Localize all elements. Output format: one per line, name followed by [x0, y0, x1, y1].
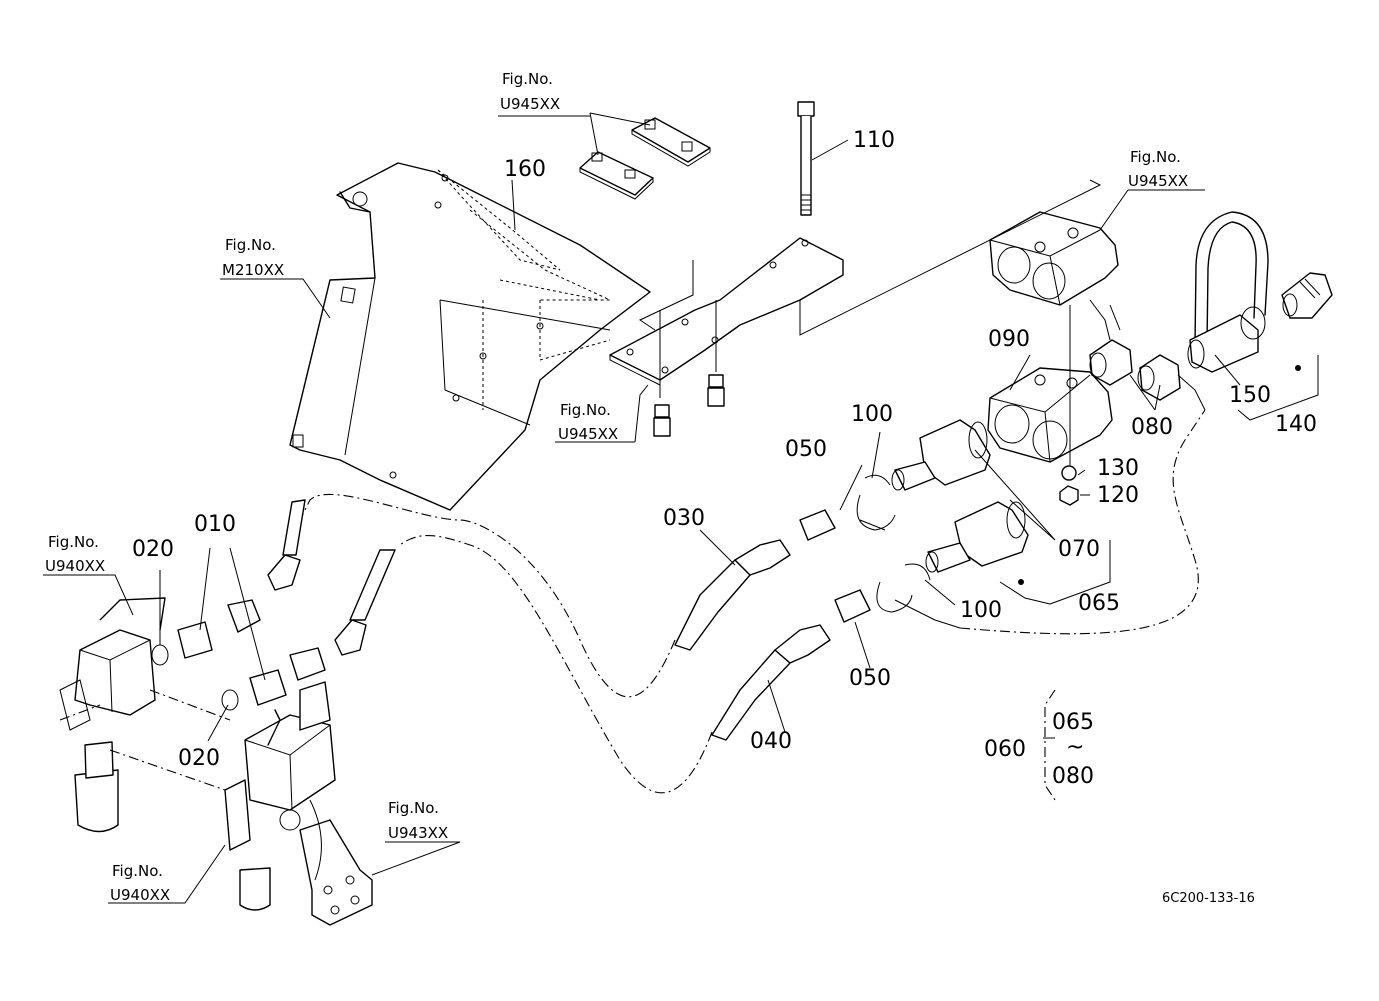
coupler-140 — [1281, 272, 1333, 371]
svg-text:U940XX: U940XX — [110, 886, 170, 904]
part-label-150: 150 — [1229, 383, 1271, 408]
part-label-060: 060 — [984, 737, 1026, 762]
coupler-holder-top — [989, 211, 1119, 306]
svg-text:U940XX: U940XX — [45, 557, 105, 575]
part-label-030: 030 — [663, 506, 705, 531]
fig-ref-bottom-u940[interactable]: Fig.No. U940XX — [110, 862, 170, 904]
fender-bracket — [289, 162, 651, 511]
lower-bracket — [609, 179, 1102, 437]
part-label-160: 160 — [504, 157, 546, 182]
part-label-010: 010 — [194, 512, 236, 537]
svg-text:U945XX: U945XX — [558, 425, 618, 443]
part-label-080: 080 — [1131, 415, 1173, 440]
svg-text:U945XX: U945XX — [1128, 172, 1188, 190]
bolt-110 — [797, 101, 849, 216]
part-label-090: 090 — [988, 327, 1030, 352]
svg-text:Fig.No.: Fig.No. — [112, 862, 163, 880]
part-label-140: 140 — [1275, 412, 1317, 437]
fig-ref-m210[interactable]: Fig.No. M210XX — [222, 236, 284, 279]
leaders — [43, 115, 1319, 904]
part-label-130: 130 — [1097, 456, 1139, 481]
svg-text:Fig.No.: Fig.No. — [560, 401, 611, 419]
svg-text:Fig.No.: Fig.No. — [502, 70, 553, 88]
svg-text:Fig.No.: Fig.No. — [225, 236, 276, 254]
pin-150 — [1187, 211, 1269, 373]
part-label-020-bottom: 020 — [178, 746, 220, 771]
part-label-070: 070 — [1058, 537, 1100, 562]
part-label-080-set: 080 — [1052, 764, 1094, 789]
svg-text:M210XX: M210XX — [222, 261, 284, 279]
quick-couplers — [891, 419, 1029, 585]
tilde-range: ~ — [1066, 735, 1084, 760]
hoses — [151, 409, 1206, 794]
coupler-holder-090 — [987, 305, 1113, 506]
mount-plates-top — [579, 112, 711, 200]
svg-text:Fig.No.: Fig.No. — [1130, 148, 1181, 166]
part-label-100-top: 100 — [851, 402, 893, 427]
svg-text:Fig.No.: Fig.No. — [48, 533, 99, 551]
part-label-050-top: 050 — [785, 437, 827, 462]
fig-ref-top[interactable]: Fig.No. U945XX — [500, 70, 560, 113]
svg-text:Fig.No.: Fig.No. — [388, 799, 439, 817]
svg-text:U945XX: U945XX — [500, 95, 560, 113]
fig-ref-right[interactable]: Fig.No. U945XX — [1128, 148, 1188, 190]
drawing-code: 6C200-133-16 — [1162, 891, 1255, 906]
dust-plugs — [1089, 299, 1206, 411]
part-label-050-bottom: 050 — [849, 666, 891, 691]
svg-text:U943XX: U943XX — [388, 824, 448, 842]
fig-ref-u943[interactable]: Fig.No. U943XX — [388, 799, 448, 842]
part-label-120: 120 — [1097, 483, 1139, 508]
part-label-020-top: 020 — [132, 537, 174, 562]
fig-ref-left-u940[interactable]: Fig.No. U940XX — [45, 533, 105, 575]
part-label-100-bottom: 100 — [960, 598, 1002, 623]
part-label-110: 110 — [853, 128, 895, 153]
part-label-065-set: 065 — [1052, 710, 1094, 735]
fig-ref-middle[interactable]: Fig.No. U945XX — [558, 401, 618, 443]
part-label-065: 065 — [1078, 591, 1120, 616]
part-label-040: 040 — [750, 729, 792, 754]
